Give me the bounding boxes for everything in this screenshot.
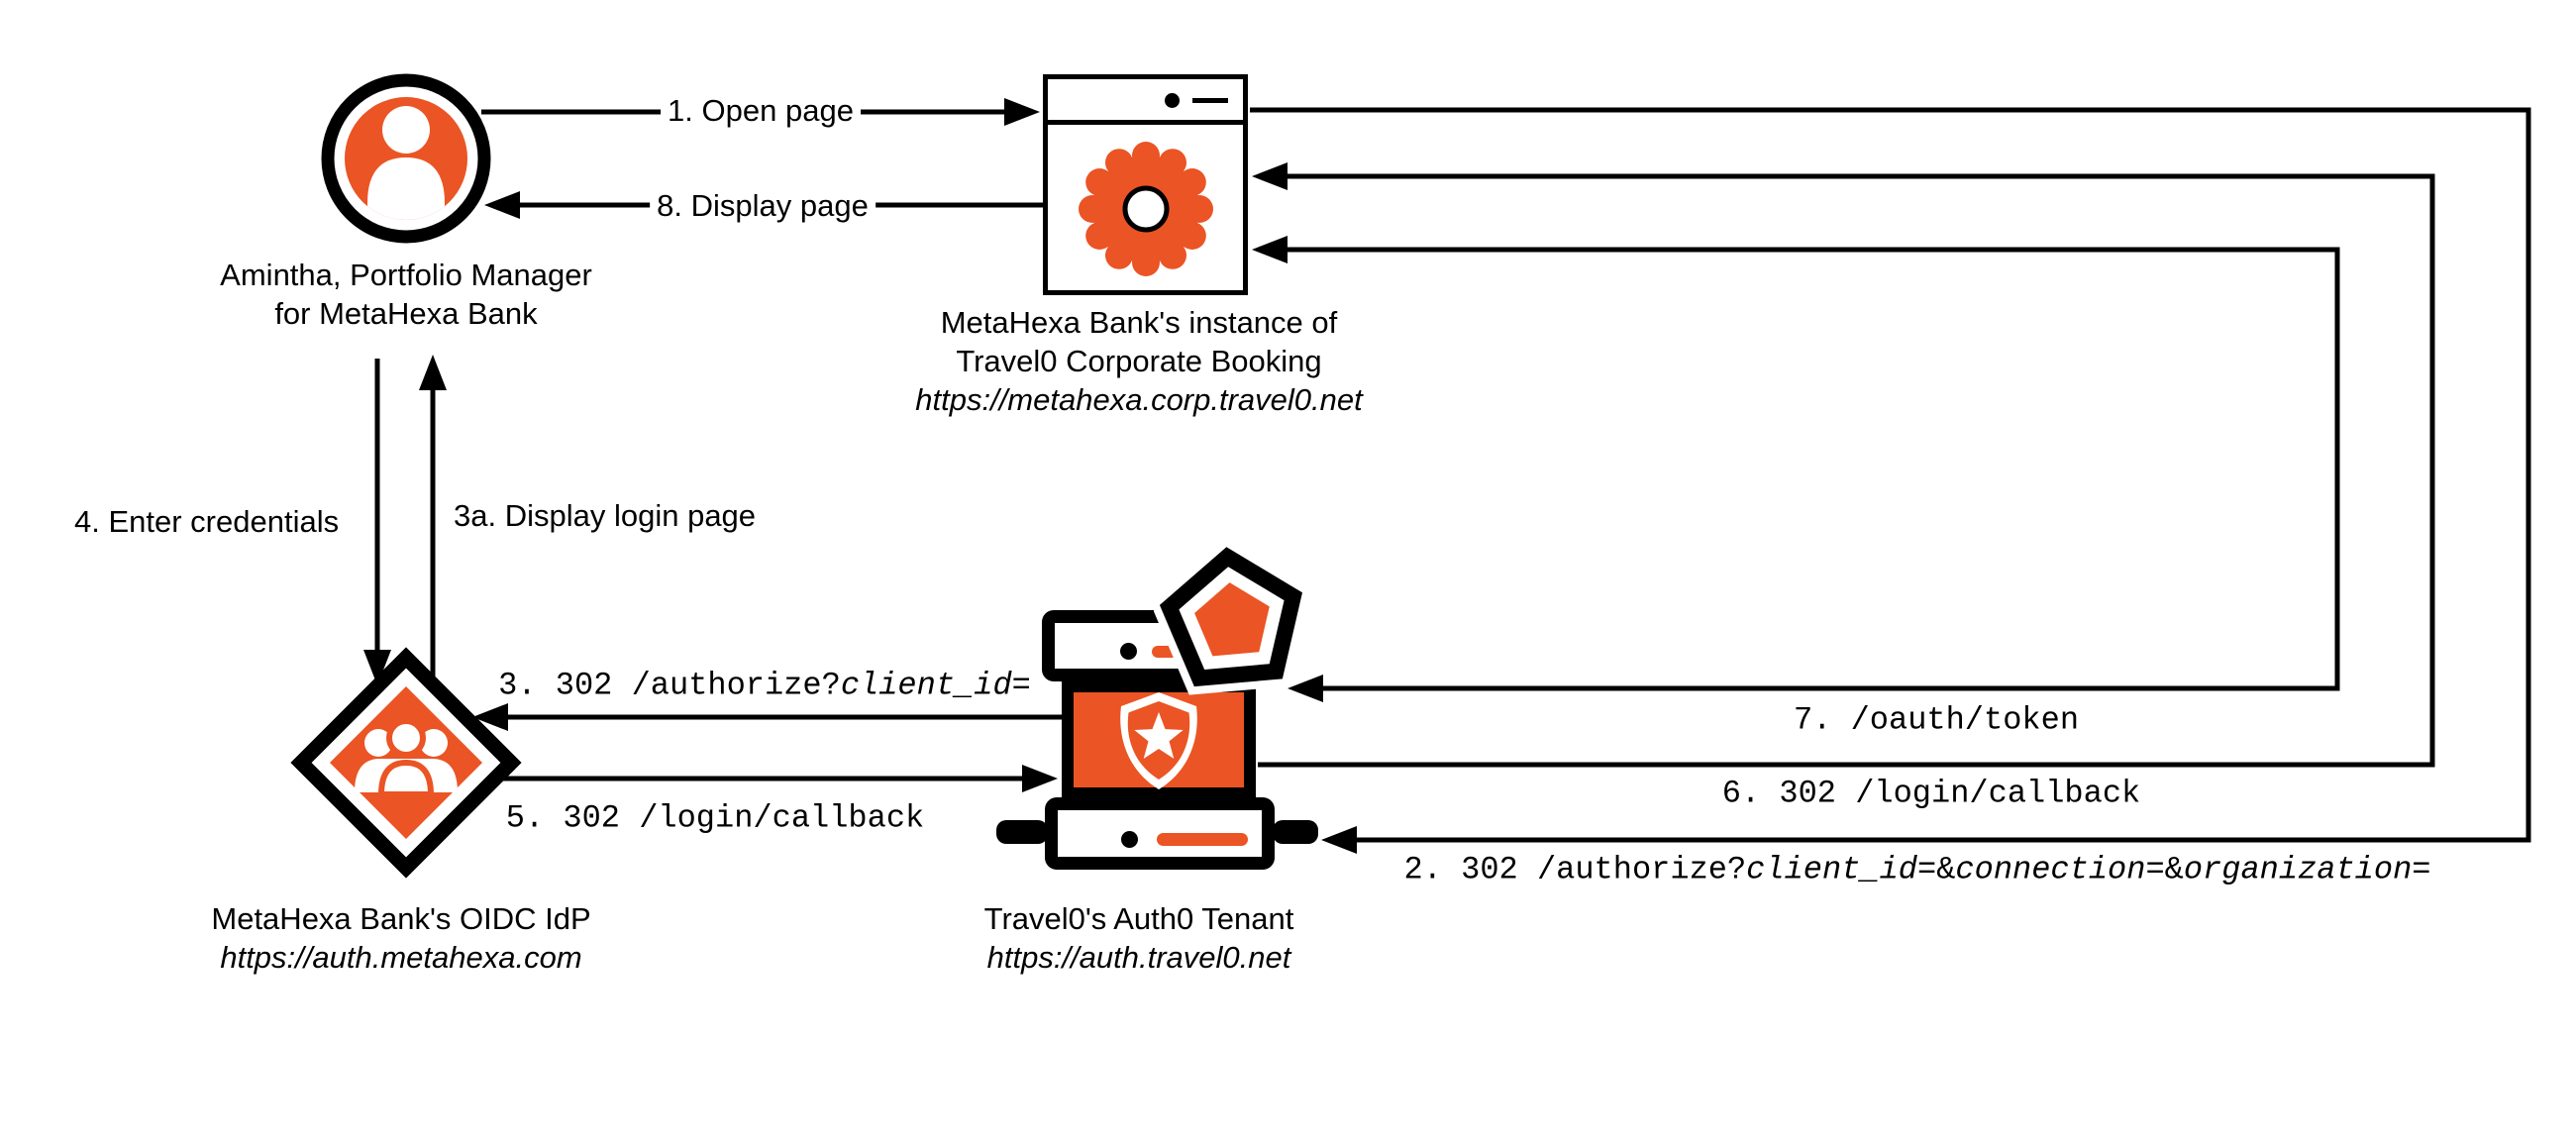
label-segment: 2. 302 /authorize?: [1403, 851, 1747, 888]
caption-user-line1: Amintha, Portfolio Manager: [220, 258, 592, 292]
flow-label-step6: 6. 302 /login/callback: [1721, 775, 2141, 812]
person-icon: [321, 73, 491, 244]
gear-icon: [1079, 142, 1213, 276]
caption-user-line2: for MetaHexa Bank: [274, 296, 538, 331]
label-segment: =&: [1917, 851, 1956, 888]
caption-tenant-name: Travel0's Auth0 Tenant: [983, 901, 1294, 936]
caption-app-line2: Travel0 Corporate Booking: [956, 344, 1322, 378]
caption-app-line1: MetaHexa Bank's instance of: [940, 305, 1338, 340]
oidc-idp-diamond-icon: [290, 647, 522, 879]
caption-tenant-url: https://auth.travel0.net: [986, 940, 1291, 975]
caption-app-url: https://metahexa.corp.travel0.net: [915, 382, 1363, 417]
arrowhead-step8: [484, 191, 520, 219]
arrow-step2-authorize: [1250, 107, 2531, 843]
label-segment: 3. 302 /authorize?: [498, 667, 841, 704]
server-left-foot: [996, 820, 1048, 844]
server-bottom-dash: [1157, 833, 1248, 846]
flow-label-step5: 5. 302 /login/callback: [505, 799, 925, 837]
browser-dash: [1192, 98, 1228, 103]
caption-idp: MetaHexa Bank's OIDC IdP https://auth.me…: [211, 899, 590, 977]
label-segment: =&: [2145, 851, 2184, 888]
browser-titlebar: [1048, 79, 1243, 125]
arrowhead-step3: [472, 703, 508, 731]
server-right-foot: [1273, 820, 1318, 844]
server-bottom-bar: [1045, 797, 1275, 870]
arrowhead-step5: [1022, 765, 1058, 792]
flow-label-step2: 2. 302 /authorize?client_id=&connection=…: [1404, 852, 2431, 888]
person-glyph: [367, 106, 445, 220]
label-segment-param: client_id: [1746, 851, 1917, 888]
flow-label-step3: 3. 302 /authorize?client_id=: [498, 668, 1031, 704]
arrowhead-step3a: [419, 355, 447, 390]
arrow-step6-login-callback: [1258, 173, 2435, 768]
browser-dot: [1165, 93, 1180, 108]
flow-label-step3a: 3a. Display login page: [454, 498, 757, 533]
arrowhead-step2: [1321, 826, 1357, 854]
flow-label-step8: 8. Display page: [650, 188, 876, 224]
group-icon: [355, 718, 458, 797]
arrowhead-step1: [1004, 98, 1040, 126]
caption-user: Amintha, Portfolio Manager for MetaHexa …: [220, 256, 592, 333]
flow-label-step4: 4. Enter credentials: [74, 504, 340, 539]
caption-idp-url: https://auth.metahexa.com: [220, 940, 582, 975]
server-bottom-dot: [1121, 831, 1138, 848]
label-segment-param: client_id: [840, 667, 1012, 704]
label-segment: =: [2412, 851, 2431, 888]
arrowheads: [363, 98, 1357, 854]
caption-idp-name: MetaHexa Bank's OIDC IdP: [211, 901, 591, 936]
arrow-step7-oauth-token: [1284, 247, 2340, 691]
caption-app: MetaHexa Bank's instance of Travel0 Corp…: [915, 303, 1362, 419]
arrowhead-step4: [363, 650, 391, 685]
label-segment: =: [1011, 667, 1031, 704]
server-top-dot: [1120, 643, 1137, 660]
arrowhead-step7-app: [1252, 236, 1288, 263]
auth0-shield-icon: [1120, 692, 1197, 789]
label-segment-param: connection: [1955, 851, 2146, 888]
label-segment-param: organization: [2183, 851, 2413, 888]
caption-tenant: Travel0's Auth0 Tenant https://auth.trav…: [984, 899, 1294, 977]
pentagon-icon: [1154, 543, 1312, 695]
flow-label-step1: 1. Open page: [661, 93, 861, 129]
flow-label-step7: 7. /oauth/token: [1793, 701, 2080, 739]
arrowhead-step7-tenant: [1288, 675, 1323, 702]
arrowhead-step6: [1252, 162, 1288, 190]
